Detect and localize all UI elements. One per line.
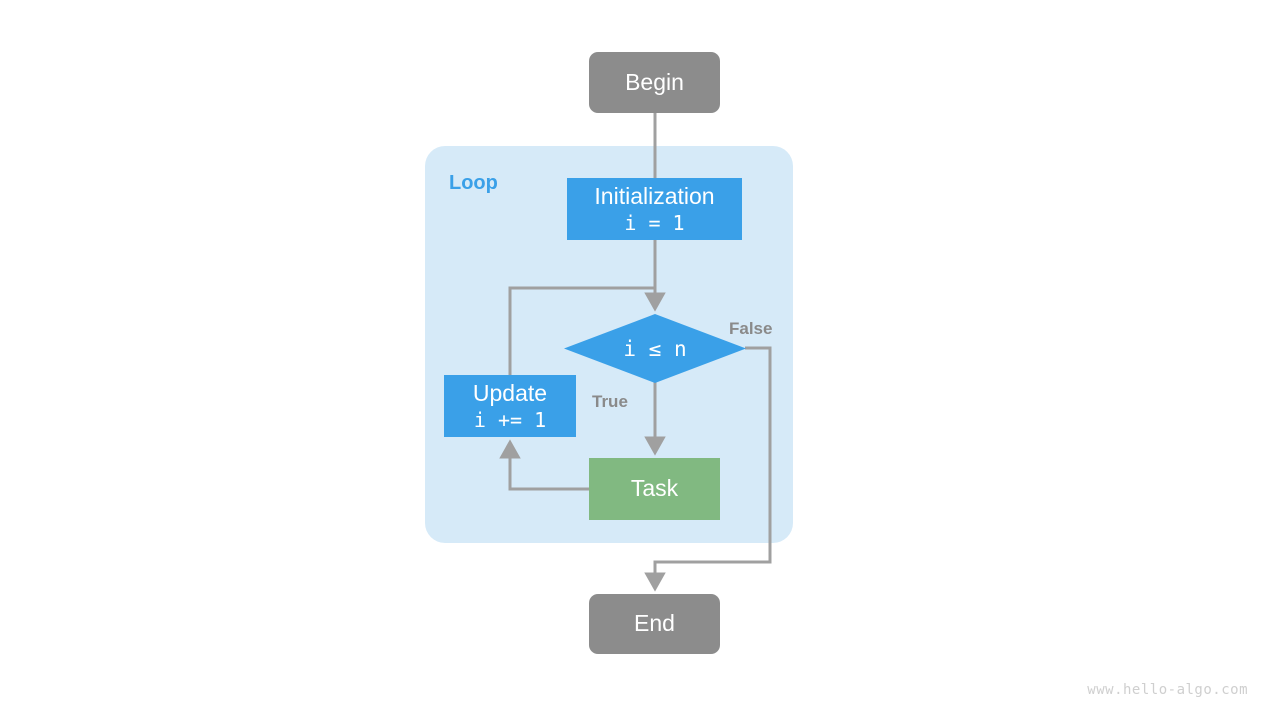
node-end-title: End: [634, 610, 675, 637]
node-task-title: Task: [630, 475, 679, 502]
node-begin[interactable]: Begin: [589, 52, 720, 113]
edge-update-to-cond: [508, 286, 655, 375]
node-end[interactable]: End: [589, 594, 720, 654]
node-update[interactable]: Update i += 1: [444, 375, 576, 437]
watermark: www.hello-algo.com: [1087, 682, 1248, 698]
edge-label-true: True: [592, 392, 628, 411]
diamond-shape: [564, 314, 746, 383]
node-initialization-title: Initialization: [594, 182, 715, 209]
node-update-code: i += 1: [473, 407, 547, 432]
node-task[interactable]: Task: [589, 458, 720, 520]
node-begin-title: Begin: [625, 68, 684, 95]
edge-task-to-update: [499, 439, 589, 491]
edge-cond-false-to-end: [644, 346, 772, 592]
node-update-title: Update: [472, 379, 548, 406]
node-condition[interactable]: i ≤ n: [564, 314, 746, 383]
node-initialization[interactable]: Initialization i = 1: [567, 178, 742, 240]
node-initialization-code: i = 1: [624, 210, 685, 235]
loop-group-label: Loop: [449, 172, 498, 194]
edge-label-false: False: [729, 319, 773, 338]
